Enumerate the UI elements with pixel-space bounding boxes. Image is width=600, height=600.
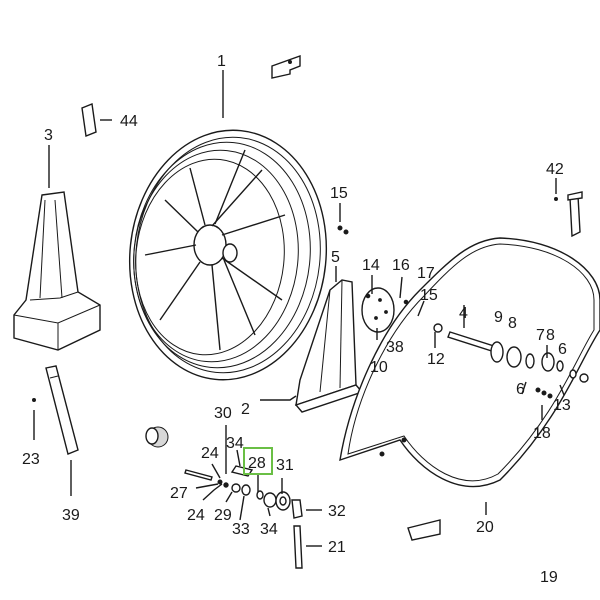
callout-20: 20 [476, 519, 494, 536]
callout-34: 34 [226, 435, 244, 452]
callout-34b: 34 [260, 521, 278, 538]
callout-10: 10 [370, 359, 388, 376]
callout-8: 8 [508, 315, 517, 332]
bracket-top [271, 55, 301, 79]
callout-32: 32 [328, 503, 346, 520]
callout-7: 7 [536, 327, 545, 344]
callout-1: 1 [217, 53, 226, 70]
callout-2: 2 [241, 401, 250, 418]
callout-38: 38 [386, 339, 404, 356]
callout-24: 24 [201, 445, 219, 462]
callout-31: 31 [276, 457, 294, 474]
callout-18: 18 [533, 425, 551, 442]
wheel-assembly [128, 129, 328, 381]
callout-44: 44 [120, 113, 138, 130]
callout-16: 16 [392, 257, 410, 274]
roller-part-30 [145, 426, 169, 448]
callout-15: 15 [330, 185, 348, 202]
strip-part-39 [45, 365, 79, 455]
callout-21: 21 [328, 539, 346, 556]
pin-part-23 [32, 398, 36, 402]
highlight-box-28 [243, 447, 273, 475]
callout-5: 5 [331, 249, 340, 266]
callout-9: 9 [494, 309, 503, 326]
stand-part-2 [294, 279, 364, 413]
callout-labels: 1 44 3 15 42 5 14 16 17 15 4 9 8 7 8 6 1… [22, 53, 571, 586]
callout-19: 19 [540, 569, 558, 586]
hopper-part-3 [13, 191, 101, 351]
hardware-13-18 [535, 387, 553, 399]
bracket-bottom [407, 519, 441, 541]
callout-23: 23 [22, 451, 40, 468]
leader-lines [33, 70, 565, 547]
callout-4: 4 [459, 305, 468, 322]
callout-29: 29 [214, 507, 232, 524]
callout-39: 39 [62, 507, 80, 524]
callout-30: 30 [214, 405, 232, 422]
callout-33: 33 [232, 521, 250, 538]
callout-28: 28 [248, 455, 266, 472]
callout-12: 12 [427, 351, 445, 368]
callout-13: 13 [553, 397, 571, 414]
callout-8b: 8 [546, 327, 555, 344]
callout-6: 6 [558, 341, 567, 358]
shaft-part-4 [433, 323, 589, 383]
callout-6b: 6 [516, 381, 525, 398]
callout-17: 17 [417, 265, 435, 282]
callout-3: 3 [44, 127, 53, 144]
callout-14: 14 [362, 257, 380, 274]
callout-27: 27 [170, 485, 188, 502]
callout-42: 42 [546, 161, 564, 178]
plate-part-44 [81, 103, 97, 137]
bracket-part-42 [554, 191, 583, 238]
callout-24b: 24 [187, 507, 205, 524]
callout-15b: 15 [420, 287, 438, 304]
disc-part-10 [361, 287, 395, 333]
